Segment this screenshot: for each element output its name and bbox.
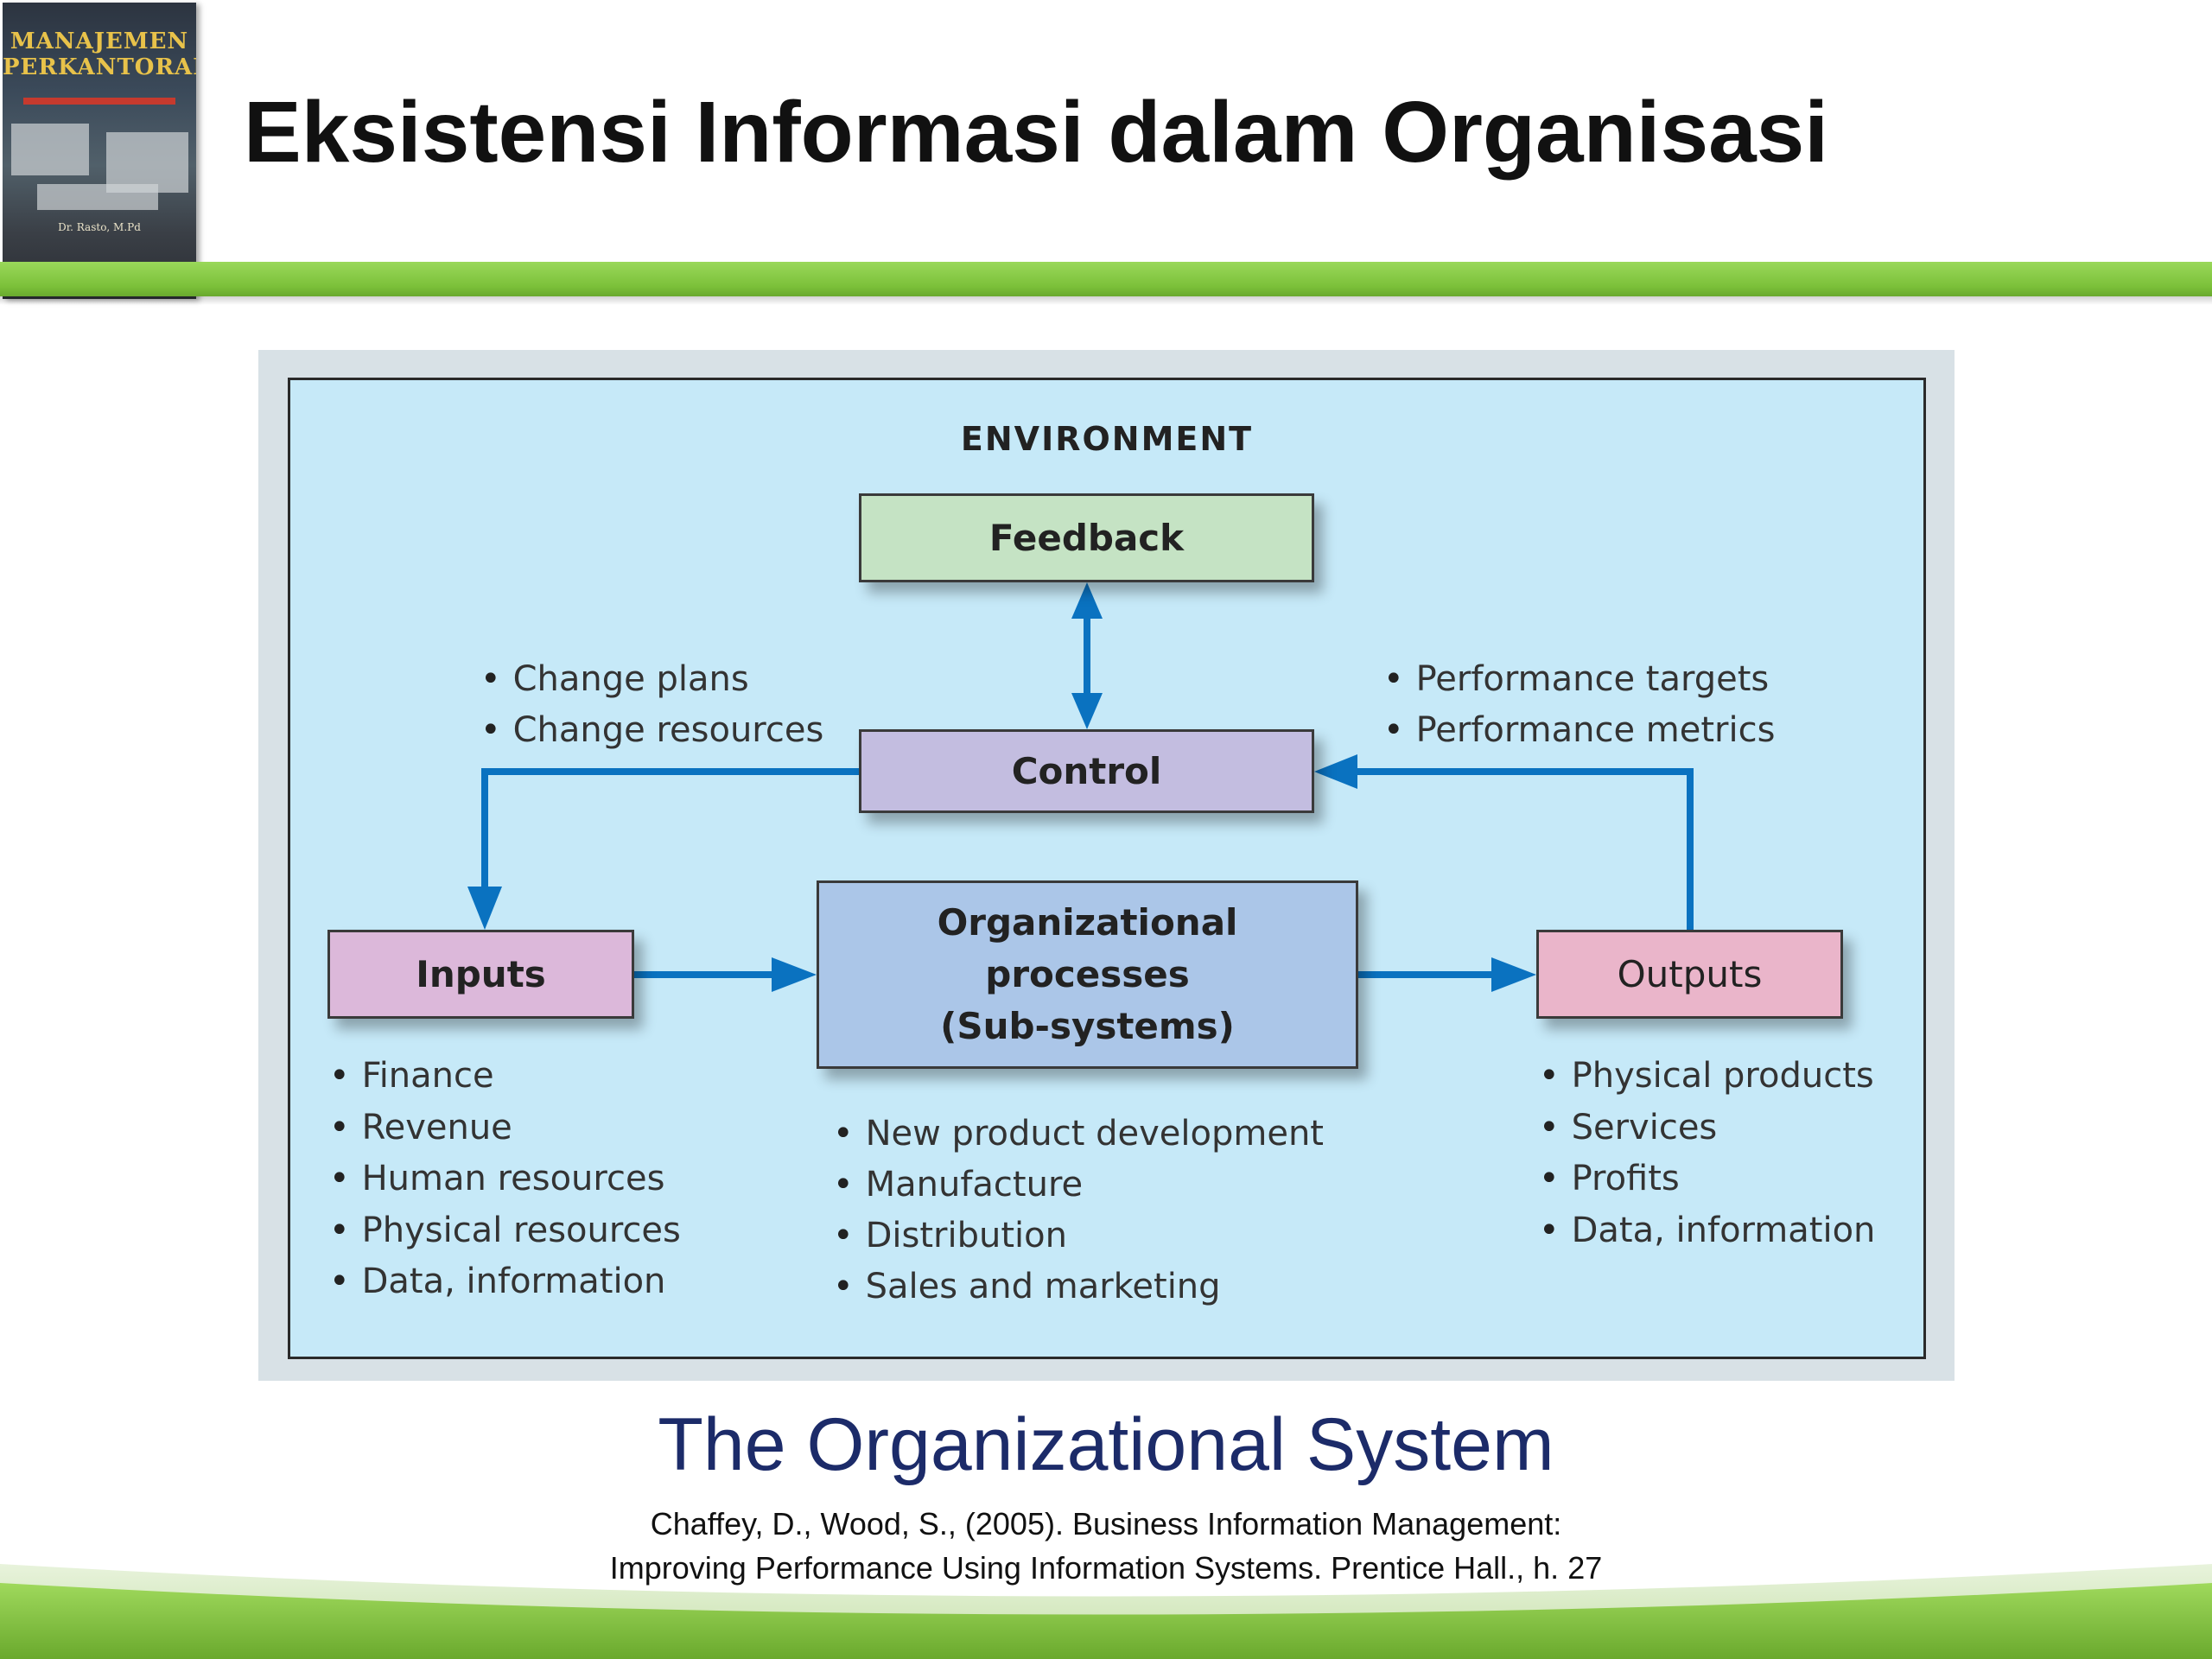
process-label-line3: (Sub-systems): [940, 1005, 1235, 1047]
organizational-system-diagram: ENVIRONMENT Feedback Control Inputs Orga…: [288, 378, 1926, 1359]
citation-line1: Chaffey, D., Wood, S., (2005). Business …: [650, 1506, 1562, 1541]
book-author: Dr. Rasto, M.Pd: [58, 221, 141, 233]
list-item: Change resources: [480, 705, 824, 756]
list-item: Human resources: [329, 1154, 681, 1205]
list-item: Profits: [1539, 1154, 1875, 1205]
book-title-line2: PERKANTORAN: [3, 54, 196, 80]
book-photo-desk: [106, 132, 188, 193]
process-label-line1: Organizational: [937, 901, 1238, 944]
list-item: Finance: [329, 1051, 681, 1103]
figure-citation: Chaffey, D., Wood, S., (2005). Business …: [0, 1502, 2212, 1590]
book-title: MANAJEMEN PERKANTORAN: [3, 29, 196, 80]
list-item: Performance targets: [1383, 654, 1775, 705]
list-item: Change plans: [480, 654, 823, 705]
feedback-control-arrow: [1071, 582, 1103, 729]
book-subtitle-band: [23, 98, 175, 105]
control-right-notes: Performance targets Performance metrics: [1383, 654, 1776, 756]
header-accent-shadow: [0, 296, 2212, 305]
organizational-processes-node: Organizational processes (Sub-systems): [817, 880, 1358, 1069]
book-photo-desk: [11, 124, 89, 175]
list-item: Manufacture: [833, 1160, 1324, 1211]
list-item: Distribution: [833, 1211, 1324, 1262]
list-item: Data, information: [329, 1256, 681, 1308]
list-item: Sales and marketing: [833, 1262, 1324, 1313]
diagram-connectors: [467, 582, 1694, 992]
inputs-list: Finance Revenue Human resources Physical…: [329, 1051, 681, 1308]
process-list: New product development Manufacture Dist…: [833, 1109, 1324, 1313]
book-photo-desk: [37, 184, 158, 210]
list-item: Performance metrics: [1383, 705, 1776, 756]
list-item: Data, information: [1539, 1205, 1876, 1257]
citation-line2: Improving Performance Using Information …: [609, 1550, 1603, 1586]
list-item: New product development: [833, 1109, 1324, 1160]
list-item: Services: [1539, 1103, 1875, 1154]
control-to-inputs-arrow: [467, 768, 859, 930]
book-cover-image: MANAJEMEN PERKANTORAN Dr. Rasto, M.Pd: [3, 3, 196, 299]
process-label-line2: processes: [985, 953, 1190, 995]
footer-wave: [0, 1564, 2212, 1659]
process-to-outputs-arrow: [1358, 957, 1536, 992]
book-title-line1: MANAJEMEN: [10, 29, 189, 54]
outputs-node: Outputs: [1536, 930, 1843, 1019]
list-item: Physical products: [1539, 1051, 1875, 1103]
header-accent-bar: [0, 262, 2212, 296]
list-item: Physical resources: [329, 1205, 681, 1257]
inputs-to-process-arrow: [634, 957, 817, 992]
control-left-notes: Change plans Change resources: [480, 654, 824, 756]
outputs-to-control-arrow: [1314, 754, 1694, 930]
slide-title: Eksistensi Informasi dalam Organisasi: [244, 84, 1829, 181]
outputs-list: Physical products Services Profits Data,…: [1539, 1051, 1876, 1257]
feedback-node: Feedback: [859, 493, 1314, 582]
environment-label: ENVIRONMENT: [960, 420, 1254, 458]
list-item: Revenue: [329, 1103, 681, 1154]
control-node: Control: [859, 729, 1314, 813]
figure-caption: The Organizational System: [658, 1403, 1554, 1486]
inputs-node: Inputs: [327, 930, 634, 1019]
